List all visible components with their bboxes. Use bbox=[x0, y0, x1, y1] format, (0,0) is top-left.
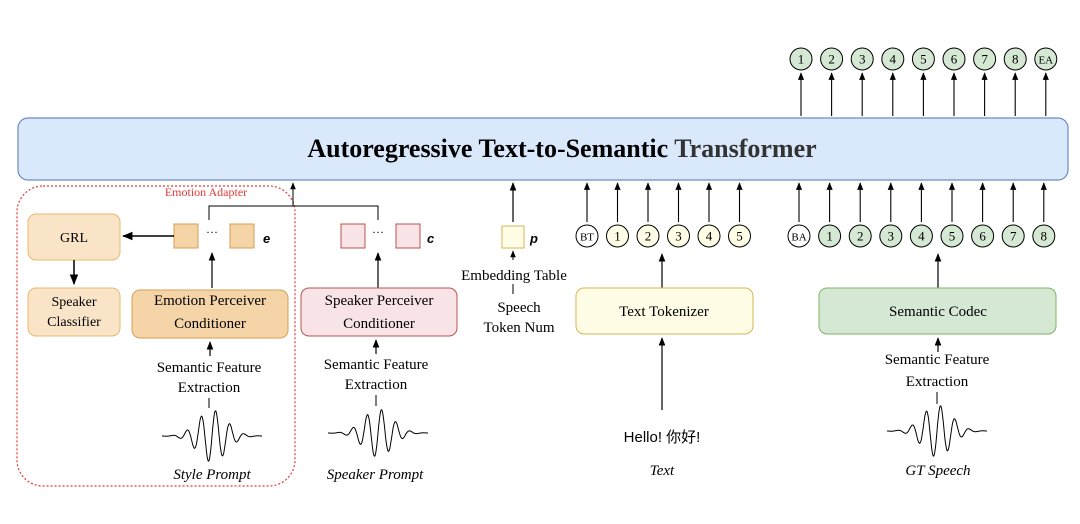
token-num-symbol: p bbox=[529, 231, 538, 246]
condition-bracket bbox=[208, 182, 379, 220]
transformer-title: Autoregressive Text-to-Semantic Transfor… bbox=[307, 134, 816, 163]
text-token-label: 4 bbox=[706, 229, 713, 244]
speaker-classifier-box: Speaker Classifier bbox=[27, 287, 121, 337]
speech-token-num-line1: Speech bbox=[497, 300, 541, 316]
semantic-token-label: BA bbox=[791, 232, 806, 244]
semantic-codec-label: Semantic Codec bbox=[889, 304, 987, 320]
output-token-label: 7 bbox=[981, 52, 988, 67]
output-token-label: EA bbox=[1038, 55, 1053, 67]
embedding-table-label: Embedding Table bbox=[461, 268, 567, 284]
output-token-row: 1 2 3 4 5 6 7 8 EA bbox=[789, 47, 1058, 116]
output-token-circle bbox=[942, 47, 966, 71]
output-token-label: 2 bbox=[828, 52, 835, 67]
text-tokenizer-box: Text Tokenizer bbox=[575, 287, 754, 335]
output-token-label: 5 bbox=[920, 52, 927, 67]
output-token-circle bbox=[850, 47, 874, 71]
style-waveform-icon bbox=[162, 410, 262, 462]
speaker-perceiver-line2: Conditioner bbox=[343, 316, 415, 332]
text-token-label: 3 bbox=[675, 229, 682, 244]
text-example: Hello! 你好! bbox=[624, 429, 701, 446]
semantic-token-circle bbox=[787, 224, 811, 248]
text-token-circle bbox=[606, 224, 629, 248]
speaker-vector-symbol: c bbox=[427, 231, 435, 246]
codec-feature-line2: Extraction bbox=[906, 374, 969, 390]
speaker-feature-line2: Extraction bbox=[345, 377, 408, 393]
text-caption: Text bbox=[650, 463, 675, 479]
speaker-perceiver-line1: Speaker Perceiver bbox=[325, 293, 434, 309]
gt-speech-waveform-icon bbox=[887, 405, 987, 457]
semantic-token-label: 3 bbox=[888, 229, 895, 244]
output-token-label: 1 bbox=[798, 52, 805, 67]
emotion-perceiver-box: Emotion Perceiver Conditioner bbox=[131, 289, 289, 339]
speaker-perceiver-box: Speaker Perceiver Conditioner bbox=[300, 287, 458, 337]
semantic-token-circle bbox=[940, 224, 964, 248]
output-token-circle bbox=[1003, 47, 1027, 71]
text-token-circle bbox=[636, 224, 660, 248]
output-token-circle bbox=[789, 47, 813, 71]
gt-speech-caption: GT Speech bbox=[905, 463, 970, 479]
semantic-token-circle bbox=[1001, 224, 1025, 248]
speaker-prompt-label: Speaker Prompt bbox=[327, 467, 424, 483]
codec-feature-line1: Semantic Feature bbox=[885, 352, 990, 368]
style-prompt-label: Style Prompt bbox=[173, 467, 251, 483]
text-token-label: 2 bbox=[645, 229, 652, 244]
grl-box: GRL bbox=[27, 213, 121, 261]
output-token-label: 8 bbox=[1012, 52, 1019, 67]
text-tokenizer-label: Text Tokenizer bbox=[619, 304, 709, 320]
emotion-vector-symbol: e bbox=[263, 231, 270, 246]
semantic-token-label: 4 bbox=[918, 229, 925, 244]
semantic-token-label: 6 bbox=[979, 229, 986, 244]
text-token-label: 5 bbox=[736, 229, 743, 244]
speaker-feature-line1: Semantic Feature bbox=[324, 357, 429, 373]
emotion-adapter-label: Emotion Adapter bbox=[165, 185, 247, 199]
speaker-waveform-icon bbox=[328, 409, 428, 457]
text-token-label: BT bbox=[580, 232, 594, 244]
emotion-vector-ellipsis: ··· bbox=[206, 225, 218, 239]
output-token-circle bbox=[911, 47, 935, 71]
semantic-token-label: 5 bbox=[949, 229, 956, 244]
speaker-classifier-line1: Speaker bbox=[51, 295, 96, 310]
emotion-feature-line1: Semantic Feature bbox=[157, 360, 262, 376]
text-token-circle bbox=[728, 224, 751, 248]
output-token-circle bbox=[1034, 47, 1058, 71]
speaker-classifier-line2: Classifier bbox=[47, 315, 101, 330]
semantic-token-label: 8 bbox=[1041, 229, 1048, 244]
output-token-label: 4 bbox=[890, 52, 897, 67]
semantic-token-label: 1 bbox=[826, 229, 833, 244]
speaker-vector-ellipsis: ··· bbox=[372, 225, 384, 239]
speech-token-num-line2: Token Num bbox=[483, 320, 554, 336]
output-token-label: 3 bbox=[859, 52, 866, 67]
output-token-circle bbox=[820, 47, 844, 71]
text-token-circle bbox=[575, 224, 599, 248]
output-token-label: 6 bbox=[951, 52, 958, 67]
speaker-vector: ··· c bbox=[340, 223, 435, 249]
emotion-perceiver-line2: Conditioner bbox=[174, 316, 246, 332]
semantic-token-row: BA 1 2 3 4 5 6 7 8 bbox=[787, 182, 1056, 248]
semantic-token-circle bbox=[879, 224, 903, 248]
transformer-block: Autoregressive Text-to-Semantic Transfor… bbox=[17, 117, 1069, 181]
semantic-token-label: 7 bbox=[1010, 229, 1017, 244]
text-token-row: BT 1 2 3 4 5 bbox=[575, 182, 751, 248]
text-token-circle bbox=[697, 224, 721, 248]
token-num-vector: p bbox=[501, 225, 538, 249]
semantic-codec-box: Semantic Codec bbox=[818, 287, 1057, 335]
text-token-circle bbox=[667, 224, 690, 248]
emotion-vector: ··· e bbox=[173, 223, 270, 249]
semantic-token-circle bbox=[971, 224, 995, 248]
emotion-adapter-region: Emotion Adapter bbox=[16, 185, 296, 487]
semantic-token-circle bbox=[909, 224, 933, 248]
output-token-circle bbox=[973, 47, 997, 71]
semantic-token-circle bbox=[1032, 224, 1056, 248]
output-token-circle bbox=[881, 47, 905, 71]
semantic-token-circle bbox=[848, 224, 872, 248]
grl-label: GRL bbox=[60, 231, 88, 246]
text-token-label: 1 bbox=[614, 229, 621, 244]
emotion-feature-line2: Extraction bbox=[178, 380, 241, 396]
emotion-perceiver-line1: Emotion Perceiver bbox=[154, 293, 266, 309]
semantic-token-circle bbox=[818, 224, 842, 248]
semantic-token-label: 2 bbox=[857, 229, 864, 244]
